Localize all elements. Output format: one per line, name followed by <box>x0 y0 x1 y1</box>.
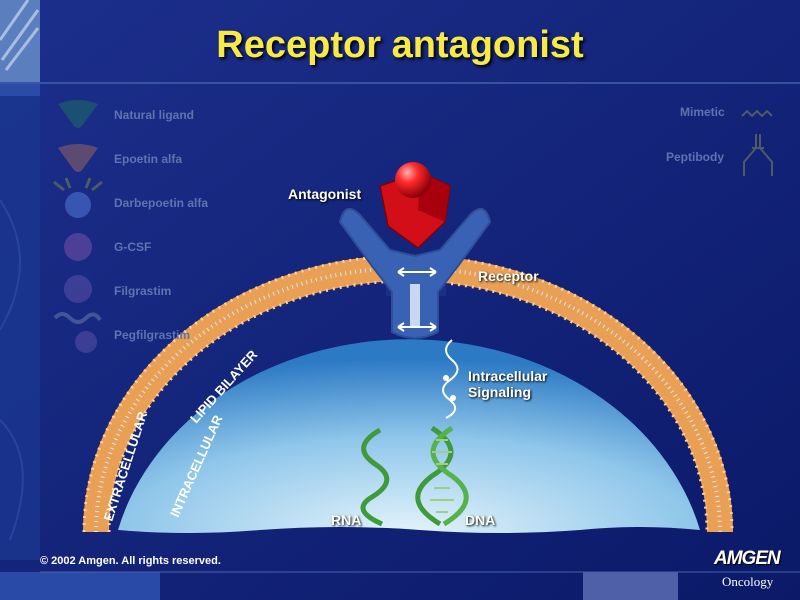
bottom-bar-right <box>583 572 678 600</box>
peptibody-icon <box>743 134 773 176</box>
mimetic-icon <box>741 109 773 118</box>
legend-peptibody: Peptibody <box>666 150 725 164</box>
copyright-text: © 2002 Amgen. All rights reserved. <box>40 555 221 567</box>
legend-darbepoetin-alfa: Darbepoetin alfa <box>114 196 209 210</box>
legend-filgrastim: Filgrastim <box>114 284 172 298</box>
receptor-label: Receptor <box>478 268 539 284</box>
signaling-label-line1: Intracellular <box>468 368 548 384</box>
legend-epoetin-alfa: Epoetin alfa <box>114 152 183 166</box>
antagonist <box>379 162 451 249</box>
rna-strand <box>360 427 390 527</box>
darbepoetin-alfa-icon <box>53 177 103 218</box>
signaling-squiggle <box>442 339 459 419</box>
legend-icons <box>53 100 773 353</box>
legend-g-csf: G-CSF <box>114 240 152 254</box>
g-csf-icon <box>64 233 92 261</box>
cell-interior <box>118 339 700 533</box>
filgrastim-icon <box>64 275 92 303</box>
receptor <box>338 207 492 339</box>
dna-label: DNA <box>465 512 496 528</box>
signaling-label-line2: Signaling <box>468 384 531 400</box>
legend-natural-ligand: Natural ligand <box>114 108 195 122</box>
bottom-bar-left <box>0 572 160 600</box>
left-square <box>0 84 40 96</box>
rna-label: RNA <box>331 512 362 528</box>
natural-ligand-icon <box>58 100 98 128</box>
brand-logo: AMGEN <box>714 548 781 569</box>
epoetin-alfa-icon <box>58 144 98 172</box>
legend-pegfilgrastim: Pegfilgrastim <box>114 328 191 342</box>
brand-subtitle: Oncology <box>722 574 774 589</box>
antagonist-label: Antagonist <box>288 186 362 202</box>
pegfilgrastim-icon <box>53 312 102 353</box>
legend-mimetic: Mimetic <box>680 105 725 119</box>
slide-title: Receptor antagonist <box>216 24 584 66</box>
dna-helix <box>415 425 469 527</box>
